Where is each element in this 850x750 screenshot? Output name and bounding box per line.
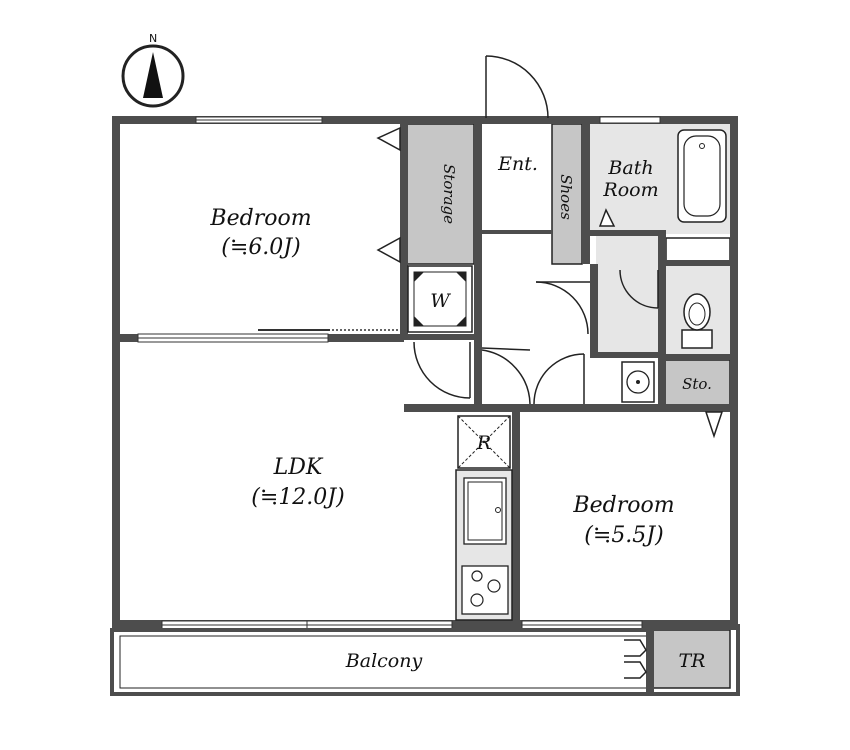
shoe-cabinet xyxy=(551,123,583,265)
wall-entrance-step xyxy=(482,230,552,234)
wall-bath-south xyxy=(586,230,666,236)
wall-wash-east xyxy=(658,230,666,408)
wall-wash-west xyxy=(590,264,598,358)
bathtub xyxy=(677,129,727,223)
wall-toilet-south xyxy=(660,354,734,360)
bedroom1-size: (≒6.0J) xyxy=(221,235,300,260)
kitchen-sink-icon xyxy=(463,477,507,545)
wall-bedroom2-west xyxy=(512,408,520,630)
north-compass: N xyxy=(121,32,185,108)
ldk-size: (≒12.0J) xyxy=(251,485,344,510)
balcony-label: Balcony xyxy=(345,650,423,672)
sliding-door-bedroom1 xyxy=(137,329,400,343)
refrigerator-label: R xyxy=(476,432,491,454)
compass-circle xyxy=(121,44,185,108)
bedroom1-name: Bedroom xyxy=(209,206,311,231)
bath-label-line2: Room xyxy=(602,179,658,201)
wall-exterior-east xyxy=(730,116,738,630)
balcony xyxy=(110,624,740,696)
washroom-floor xyxy=(596,236,660,354)
entrance-door-swing xyxy=(485,55,549,119)
wall-shoes-east xyxy=(582,124,590,264)
bedroom2-name: Bedroom xyxy=(572,493,674,518)
storage-label: Storage xyxy=(440,164,458,224)
wall-bedroom1-east xyxy=(400,124,408,340)
wall-exterior-north xyxy=(112,116,738,124)
wall-entrance-west xyxy=(474,124,482,412)
bath-label-line1: Bath xyxy=(607,157,653,179)
storage-closet xyxy=(405,123,475,265)
doors xyxy=(376,55,724,679)
wall-washer-south xyxy=(406,334,474,340)
sto-label: Sto. xyxy=(682,375,712,393)
entrance-label: Ent. xyxy=(497,153,538,175)
washer-label: W xyxy=(430,290,451,312)
shoes-label: Shoes xyxy=(557,174,575,220)
balcony-outline xyxy=(110,628,654,696)
toilet-icon xyxy=(681,293,713,349)
compass-north-label: N xyxy=(149,32,157,45)
window-bath xyxy=(599,116,661,124)
wall-exterior-west xyxy=(112,116,120,630)
room-labels: Bedroom (≒6.0J) LDK (≒12.0J) Bedroom (≒5… xyxy=(209,153,711,672)
washbasin-icon xyxy=(621,361,655,403)
refrigerator-space xyxy=(457,415,511,469)
kitchen-counter xyxy=(455,469,513,621)
trunk-room xyxy=(651,629,731,689)
ldk-name: LDK xyxy=(273,455,324,480)
trunk-room-label: TR xyxy=(679,650,706,672)
bath-shelf xyxy=(665,237,731,263)
wall-corridor-south xyxy=(404,404,730,412)
wall-toilet-north xyxy=(660,260,734,266)
north-arrow-icon xyxy=(143,52,163,98)
washing-machine-pan xyxy=(407,265,473,333)
wall-wash-south xyxy=(590,352,666,358)
stove-icon xyxy=(461,565,509,615)
bedroom2-size: (≒5.5J) xyxy=(584,523,663,548)
